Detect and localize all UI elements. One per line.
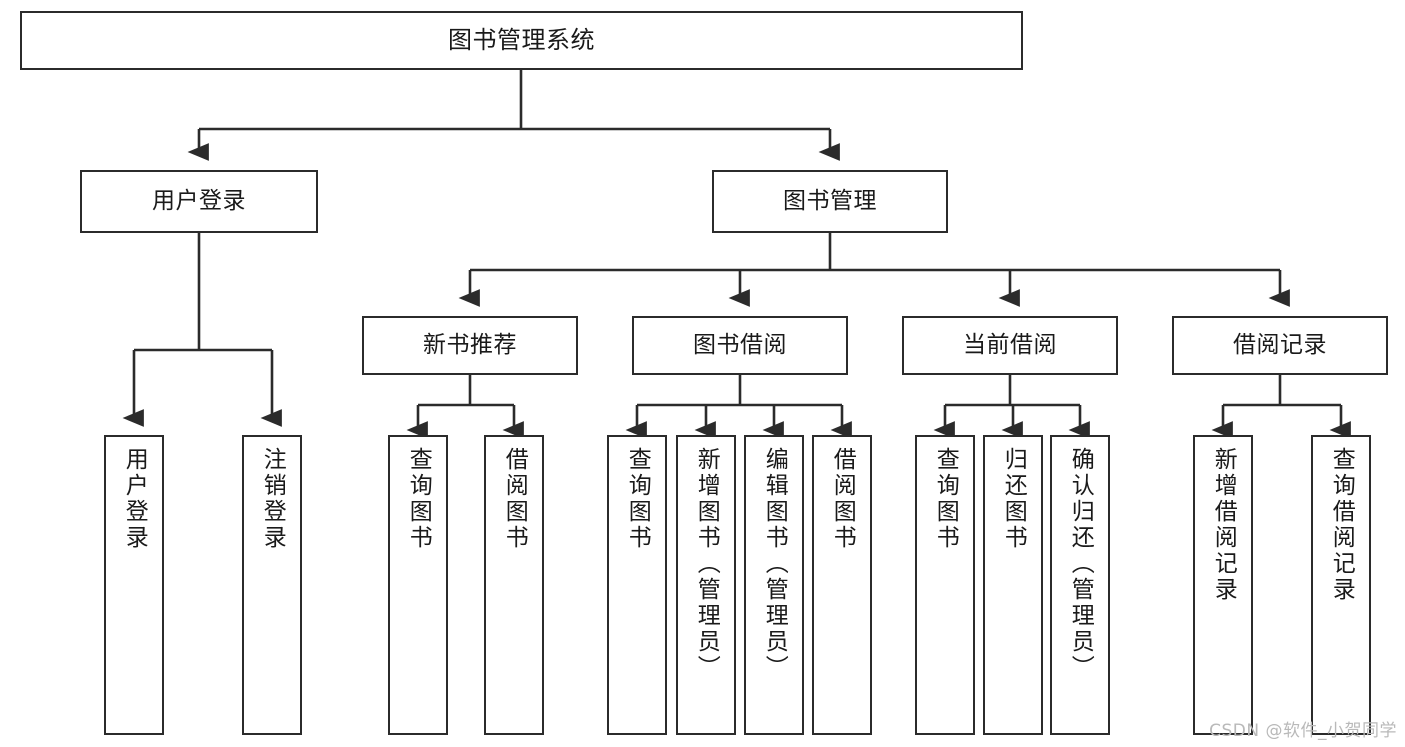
node-current-borrow[interactable]: 当前借阅: [902, 316, 1118, 375]
leaf-recommend-query-book[interactable]: 查询图书: [388, 435, 448, 735]
node-borrow-record[interactable]: 借阅记录: [1172, 316, 1388, 375]
node-label: 确认归还（管理员）: [1067, 447, 1094, 681]
node-label: 新增图书（管理员）: [693, 447, 720, 681]
node-label: 新书推荐: [423, 331, 517, 358]
node-user-login[interactable]: 用户登录: [80, 170, 318, 233]
leaf-borrow-query-book[interactable]: 查询图书: [607, 435, 667, 735]
leaf-user-login-login[interactable]: 用户登录: [104, 435, 164, 735]
node-label: 借阅图书: [501, 447, 528, 551]
node-label: 查询借阅记录: [1328, 447, 1355, 603]
leaf-record-query-record[interactable]: 查询借阅记录: [1311, 435, 1371, 735]
node-label: 编辑图书（管理员）: [761, 447, 788, 681]
leaf-user-login-logout[interactable]: 注销登录: [242, 435, 302, 735]
node-label: 借阅记录: [1233, 331, 1327, 358]
watermark: CSDN @软件_小贺同学: [1209, 721, 1397, 741]
node-label: 新增借阅记录: [1210, 447, 1237, 603]
node-label: 归还图书: [1000, 447, 1027, 551]
node-label: 查询图书: [405, 447, 432, 551]
node-book-management[interactable]: 图书管理: [712, 170, 948, 233]
node-label: 借阅图书: [829, 447, 856, 551]
node-label: 图书借阅: [693, 331, 787, 358]
node-label: 注销登录: [259, 447, 286, 551]
leaf-borrow-edit-book-admin[interactable]: 编辑图书（管理员）: [744, 435, 804, 735]
node-label: 查询图书: [624, 447, 651, 551]
node-root-system[interactable]: 图书管理系统: [20, 11, 1023, 70]
node-label: 图书管理: [783, 187, 877, 214]
leaf-current-confirm-return-admin[interactable]: 确认归还（管理员）: [1050, 435, 1110, 735]
node-label: 图书管理系统: [448, 26, 595, 55]
leaf-borrow-borrow-book[interactable]: 借阅图书: [812, 435, 872, 735]
node-label: 查询图书: [932, 447, 959, 551]
leaf-current-return-book[interactable]: 归还图书: [983, 435, 1043, 735]
leaf-recommend-borrow-book[interactable]: 借阅图书: [484, 435, 544, 735]
node-label: 用户登录: [152, 187, 246, 214]
node-new-book-recommend[interactable]: 新书推荐: [362, 316, 578, 375]
leaf-current-query-book[interactable]: 查询图书: [915, 435, 975, 735]
node-book-borrow[interactable]: 图书借阅: [632, 316, 848, 375]
node-label: 用户登录: [121, 447, 148, 551]
leaf-record-add-record[interactable]: 新增借阅记录: [1193, 435, 1253, 735]
node-label: 当前借阅: [963, 331, 1057, 358]
leaf-borrow-add-book-admin[interactable]: 新增图书（管理员）: [676, 435, 736, 735]
